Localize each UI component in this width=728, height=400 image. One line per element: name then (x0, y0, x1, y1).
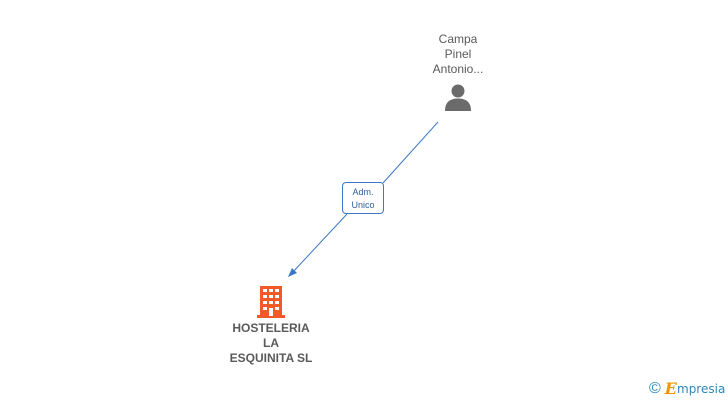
company-name-line-1: HOSTELERIA (232, 321, 310, 335)
brand-initial: E (664, 379, 677, 398)
person-name-line-2: Pinel (444, 47, 472, 61)
company-node[interactable]: HOSTELERIA LA ESQUINITA SL (211, 284, 331, 366)
brand-wordmark: mpresia (677, 382, 726, 396)
role-label-line-2: Unico (351, 200, 375, 210)
edge-line-role-to-company (291, 213, 348, 274)
company-name-line-3: ESQUINITA SL (229, 351, 313, 365)
person-name-line-3: Antonio... (432, 62, 484, 76)
building-icon (257, 286, 285, 318)
company-name: HOSTELERIA LA ESQUINITA SL (211, 321, 331, 366)
company-name-line-2: LA (263, 336, 279, 350)
brand-logo: © E mpresia (649, 379, 725, 399)
person-node[interactable]: Campa Pinel Antonio... (408, 32, 508, 111)
role-badge[interactable]: Adm. Unico (342, 182, 384, 214)
role-label-line-1: Adm. (352, 187, 374, 197)
person-icon (445, 84, 471, 111)
copyright-icon: © (649, 380, 661, 397)
person-name: Campa Pinel Antonio... (408, 32, 508, 77)
edge-arrowhead (288, 268, 297, 277)
person-name-line-1: Campa (438, 32, 478, 46)
edge-line-person-to-role (382, 121, 439, 184)
